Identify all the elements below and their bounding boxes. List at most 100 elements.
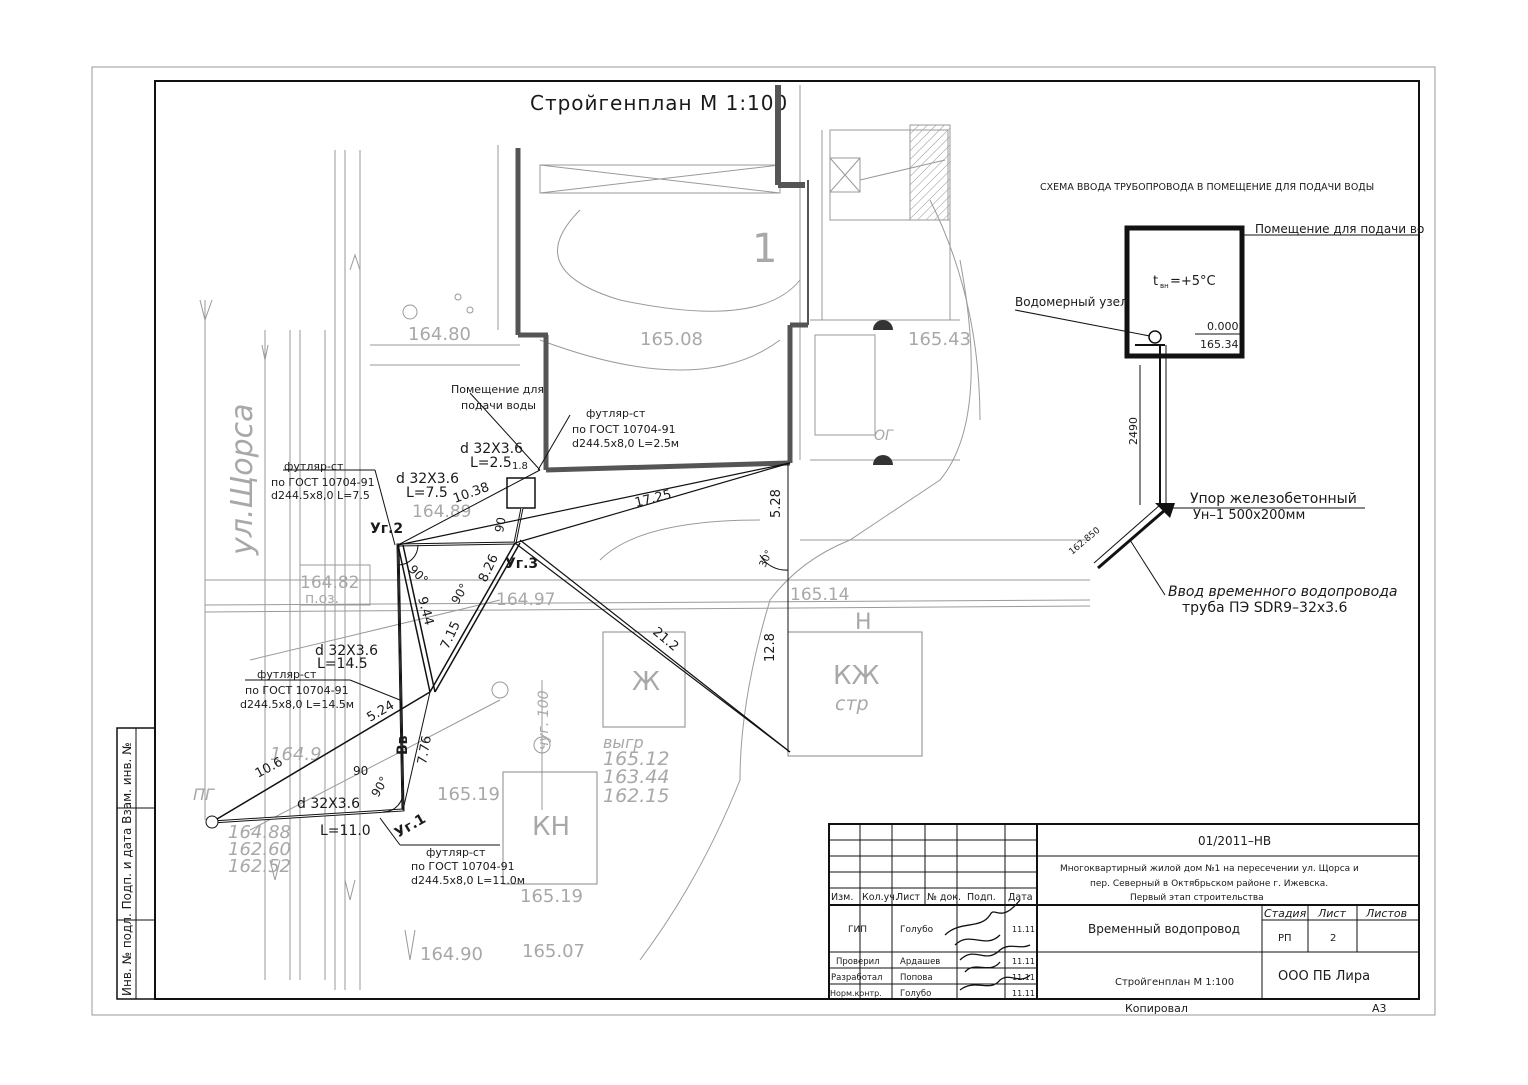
scheme-room-outer [1124, 225, 1245, 359]
building-kzh: КЖ [833, 661, 879, 691]
stamp-hdr-podp: Подп. [967, 892, 996, 903]
casing-left-1: футляр-ст [284, 460, 344, 473]
elevation-16480: 164.80 [408, 324, 471, 345]
half-circle-marker-2 [873, 455, 893, 465]
pipe-c-1: d 32Х3.6 [315, 643, 378, 659]
casing-bot-1: футляр-ст [426, 846, 486, 859]
stamp-role-razr: Разработал [831, 973, 883, 983]
casing-left-2: по ГОСТ 10704-91 [271, 476, 375, 489]
scheme-temp-sub: вн [1160, 282, 1169, 290]
sheet-outer-border [91, 66, 1436, 1016]
pipe-d-2: L=11.0 [320, 823, 371, 839]
building-str: стр [835, 693, 869, 715]
stamp-copied: Копировал [1125, 1002, 1188, 1015]
pipe-a-2: L=2.5 [470, 455, 512, 471]
stamp-stage: РП [1278, 933, 1292, 944]
pipeline [205, 392, 791, 846]
dim-30: 30° [758, 549, 775, 570]
dim-1725: 17.25 [633, 487, 673, 511]
street-name: ул.Щорса [225, 403, 260, 556]
building-n: Н [855, 610, 872, 635]
side-stamp: Инв. № подл. Подп. и дата Взам. инв. № [116, 727, 156, 1000]
stamp-hdr-ndok: № док. [927, 892, 961, 903]
dim-90d: 90 [353, 764, 368, 778]
room-note-2: подачи воды [461, 399, 536, 412]
scheme-inlet-leader [1129, 539, 1166, 596]
stamp-hdr-data: Дата [1008, 892, 1033, 903]
elevation-16519a: 165.19 [437, 784, 500, 805]
casing-top-2: по ГОСТ 10704-91 [572, 423, 676, 436]
building-number: 1 [752, 226, 777, 272]
stamp-date-norm: 11.11 [1012, 989, 1035, 998]
stamp-name-razr: Попова [900, 973, 933, 983]
scheme-meter-label: Водомерный узел [1015, 295, 1128, 309]
stamp-hdr-sheets: Листов [1365, 907, 1407, 920]
stamp-name-gip: Голубо [900, 925, 934, 935]
scheme-level-162: 162.850 [1068, 526, 1103, 558]
water-room-box [506, 477, 536, 509]
dim-90a: 90 [492, 516, 508, 533]
scheme-meter-leader [1014, 309, 1156, 338]
scheme-inlet-line1: Ввод временного водопровода [1168, 584, 1397, 600]
elevation-16514: 165.14 [790, 585, 849, 605]
elevation-16512: 165.12 [603, 748, 669, 770]
dim-90e: 90° [368, 774, 391, 799]
stamp-code: 01/2011–НВ [1198, 834, 1271, 848]
scheme-meter-icon [1148, 330, 1162, 344]
node-2: Уг.2 [370, 521, 403, 537]
stamp-sheet: 2 [1330, 933, 1336, 944]
stamp-role-norm: Норм.контр. [830, 989, 882, 998]
casing-mid-2: по ГОСТ 10704-91 [245, 684, 349, 697]
stamp-section-title: Временный водопровод [1088, 922, 1240, 936]
label-vygr: выгр [603, 733, 644, 752]
signature-marks [944, 899, 1031, 991]
stamp-project-3: Первый этап строительства [1130, 893, 1264, 903]
elevation-16344: 163.44 [603, 766, 669, 788]
elevation-16497: 164.97 [496, 590, 555, 610]
label-100: чуг. 100 [536, 690, 552, 750]
site-background [199, 85, 1091, 990]
building-kn: КН [532, 812, 570, 842]
dim-212: 21.2 [649, 625, 681, 655]
stamp-project-2: пер. Северный в Октябрьском районе г. Иж… [1090, 879, 1328, 889]
scheme-inlet-pipe [1097, 508, 1166, 570]
scheme-dim-2490: 2490 [1127, 417, 1140, 445]
scheme-stop-line1: Упор железобетонный [1190, 491, 1357, 507]
title-block [828, 823, 1420, 1000]
elevation-1649x: 164.9 [270, 744, 322, 765]
pipe-c-2: L=14.5 [317, 656, 368, 672]
scheme-temp-prefix: t [1153, 274, 1158, 289]
drawing-title: Стройгенплан М 1:100 [530, 91, 788, 115]
stamp-hdr-koluch: Кол.уч. [862, 892, 898, 903]
scheme-room-label: Помещение для подачи во [1255, 222, 1424, 236]
elevation-16543: 165.43 [908, 329, 971, 350]
dim-18: 1.8 [512, 461, 528, 472]
building-zh: Ж [632, 667, 660, 697]
casing-left-3: d244.5х8,0 L=7.5 [271, 489, 370, 502]
casing-bot-2: по ГОСТ 10704-91 [411, 860, 515, 873]
side-stamp-text: Инв. № подл. Подп. и дата Взам. инв. № [120, 742, 134, 996]
building-walls [515, 85, 809, 473]
pipe-b-1: d 32Х3.6 [396, 471, 459, 487]
pipe-b-2: L=7.5 [406, 485, 448, 501]
scheme-level-bottom: 165.34 [1200, 338, 1239, 351]
stamp-project-1: Многоквартирный жилой дом №1 на пересече… [1060, 864, 1359, 874]
elevation-16252: 162.52 [228, 856, 291, 877]
dim-776: 7.76 [415, 735, 435, 766]
node-1: Уг.1 [392, 811, 429, 841]
node-vv: Вв [395, 735, 411, 755]
room-note-1: Помещение для [451, 383, 544, 396]
elevation-16489: 164.89 [412, 502, 471, 522]
elevation-16482: 164.82 [300, 573, 359, 593]
scheme-title: СХЕМА ВВОДА ТРУБОПРОВОДА В ПОМЕЩЕНИЕ ДЛЯ… [1040, 182, 1374, 193]
elevation-16260: 162.60 [228, 839, 291, 860]
elevation-16215: 162.15 [603, 785, 669, 807]
label-pg: ПГ [193, 785, 215, 804]
elevation-16490: 164.90 [420, 944, 483, 965]
casing-mid-3: d244.5х8,0 L=14.5м [240, 698, 354, 711]
scheme-temp-value: =+5°С [1170, 274, 1216, 289]
node-3: Уг.3 [505, 556, 538, 572]
casing-top-3: d244.5х8,0 L=2.5м [572, 437, 679, 450]
stamp-hdr-izm: Изм. [831, 892, 853, 903]
